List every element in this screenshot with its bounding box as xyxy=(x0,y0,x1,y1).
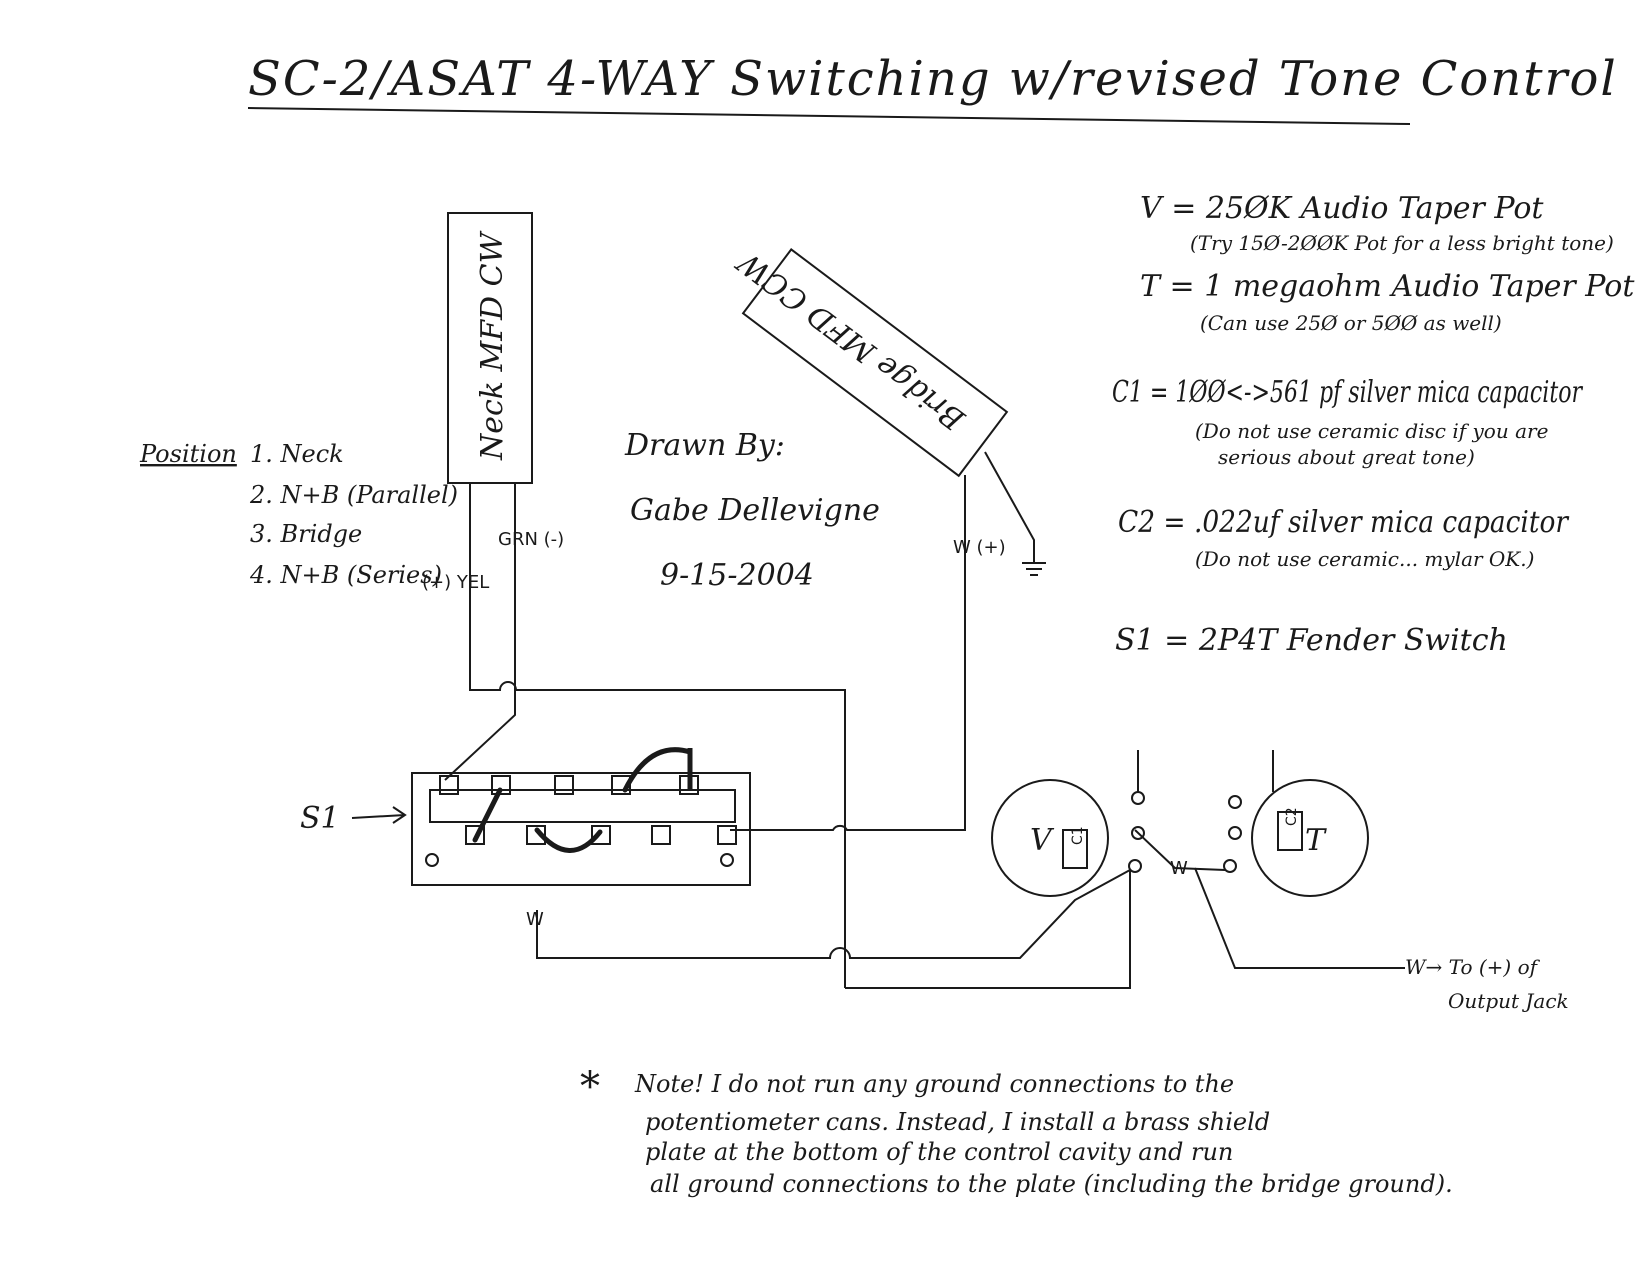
switch-label: S1 xyxy=(300,801,340,836)
drawn-by-label: Drawn By: xyxy=(624,428,785,463)
c2-label: C2 xyxy=(1284,807,1300,826)
note-star-icon: * xyxy=(580,1064,600,1110)
note: * Note! I do not run any ground connecti… xyxy=(580,1064,1453,1198)
spec-c1: C1 = 1ØØ<->561 pf silver mica capacitor xyxy=(1112,375,1583,410)
spec-v-note: (Try 15Ø-2ØØK Pot for a less bright tone… xyxy=(1190,231,1614,255)
note-line-4: all ground connections to the plate (inc… xyxy=(650,1170,1453,1198)
neck-pickup-label: Neck MFD CW xyxy=(475,230,510,461)
position-heading: Position xyxy=(139,440,237,468)
spec-t-note: (Can use 25Ø or 5ØØ as well) xyxy=(1200,311,1502,335)
spec-v: V = 25ØK Audio Taper Pot xyxy=(1140,191,1544,226)
bridge-pickup-label: Bridge MFD CCW xyxy=(730,243,972,437)
position-4: 4. N+B (Series) xyxy=(249,561,442,589)
output-label: W→ To (+) of xyxy=(1405,955,1541,979)
spec-c1-note-2: serious about great tone) xyxy=(1218,445,1475,469)
note-line-2: potentiometer cans. Instead, I install a… xyxy=(645,1108,1270,1136)
wire-label-switch-white: W xyxy=(526,909,544,930)
bridge-ground-icon xyxy=(984,451,1046,576)
title-underline xyxy=(247,107,1411,125)
spec-c2: C2 = .022uf silver mica capacitor xyxy=(1118,505,1569,540)
wire-label-yellow: (+) YEL xyxy=(422,572,489,593)
position-list: Position 1. Neck 2. N+B (Parallel) 3. Br… xyxy=(139,440,458,589)
drawn-by-name: Gabe Dellevigne xyxy=(630,493,880,528)
switch-s1: S1 xyxy=(300,747,751,886)
neck-pickup: Neck MFD CW xyxy=(447,212,533,484)
tone-pot: T C2 xyxy=(1223,779,1369,897)
diagram-title: SC-2/ASAT 4-WAY Switching w/revised Tone… xyxy=(248,51,1618,107)
output-label-2: Output Jack xyxy=(1448,989,1569,1013)
wire-label-bridge-white: W (+) xyxy=(953,537,1006,558)
volume-pot: V C1 xyxy=(991,779,1145,897)
volume-pot-label: V xyxy=(1030,823,1055,858)
spec-t: T = 1 megaohm Audio Taper Pot xyxy=(1140,269,1635,304)
spec-c1-note: (Do not use ceramic disc if you are xyxy=(1195,419,1548,443)
position-1: 1. Neck xyxy=(250,440,344,468)
drawn-by-date: 9-15-2004 xyxy=(660,558,814,593)
position-2: 2. N+B (Parallel) xyxy=(249,481,458,509)
wire-label-green: GRN (-) xyxy=(498,529,564,550)
spec-s1: S1 = 2P4T Fender Switch xyxy=(1115,623,1508,658)
position-3: 3. Bridge xyxy=(250,520,362,548)
spec-list: V = 25ØK Audio Taper Pot (Try 15Ø-2ØØK P… xyxy=(1112,191,1635,658)
tone-pot-label: T xyxy=(1305,823,1327,858)
wiring xyxy=(444,475,1405,989)
c1-label: C1 xyxy=(1070,826,1086,845)
note-line-3: plate at the bottom of the control cavit… xyxy=(645,1138,1233,1166)
drawn-by: Drawn By: Gabe Dellevigne 9-15-2004 xyxy=(624,428,880,593)
note-line-1: Note! I do not run any ground connection… xyxy=(634,1070,1234,1098)
spec-c2-note: (Do not use ceramic... mylar OK.) xyxy=(1195,547,1534,571)
switch-pointer-icon xyxy=(351,806,407,824)
